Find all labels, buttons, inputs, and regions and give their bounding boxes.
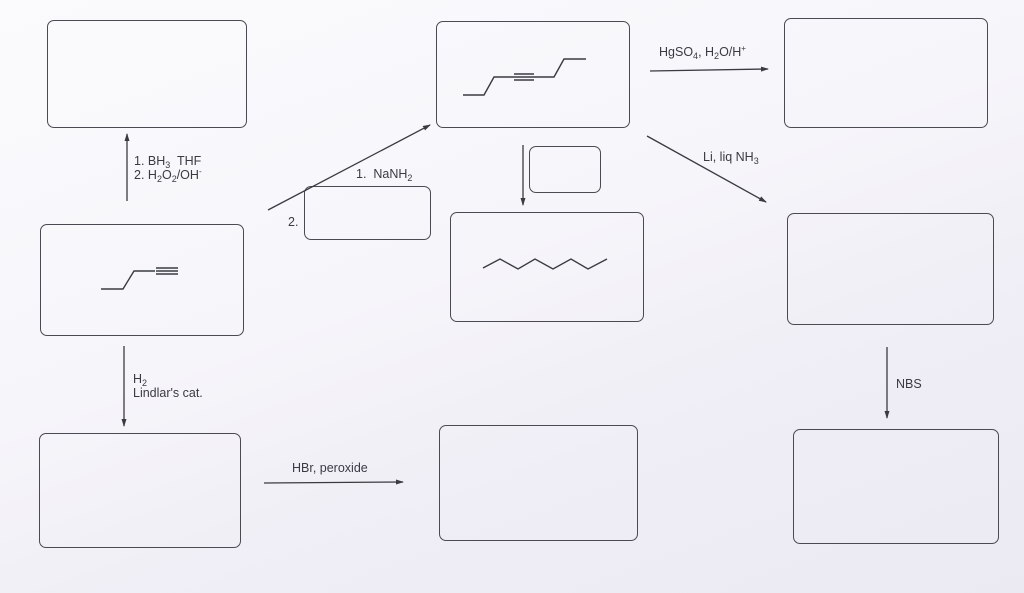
- reagent-alkylation-step2: 2.: [288, 215, 299, 229]
- answer-box-alkylation-reagent[interactable]: [304, 186, 431, 240]
- reagent-dissolving-metal: Li, liq NH3: [703, 150, 759, 166]
- answer-box-hbr-product[interactable]: [439, 425, 638, 541]
- answer-box-cis-alkene-product[interactable]: [39, 433, 241, 548]
- reagent-lindlar: H2 Lindlar's cat.: [133, 372, 203, 400]
- reagent-hydroboration: 1. BH3 THF 2. H2O2/OH-: [134, 154, 202, 184]
- internal-alkyne-box: [436, 21, 630, 128]
- reagent-radical-hbr: HBr, peroxide: [292, 461, 368, 475]
- answer-box-hydrogenation-reagent[interactable]: [529, 146, 601, 193]
- answer-box-trans-alkene-product[interactable]: [787, 213, 994, 325]
- reagent-alkylation-step1: 1. NaNH2: [356, 167, 413, 183]
- reagent-nbs: NBS: [896, 377, 922, 391]
- reagent-hydration: HgSO4, H2O/H+: [659, 44, 746, 61]
- answer-box-hydroboration-product[interactable]: [47, 20, 247, 128]
- arrow-hydration: [649, 66, 769, 72]
- arrow-hbr: [263, 479, 404, 485]
- answer-box-hydration-product[interactable]: [784, 18, 988, 128]
- answer-box-nbs-product[interactable]: [793, 429, 999, 544]
- arrow-dissolving-metal: [646, 135, 767, 203]
- octane-box: [450, 212, 644, 322]
- starting-material-box: [40, 224, 244, 336]
